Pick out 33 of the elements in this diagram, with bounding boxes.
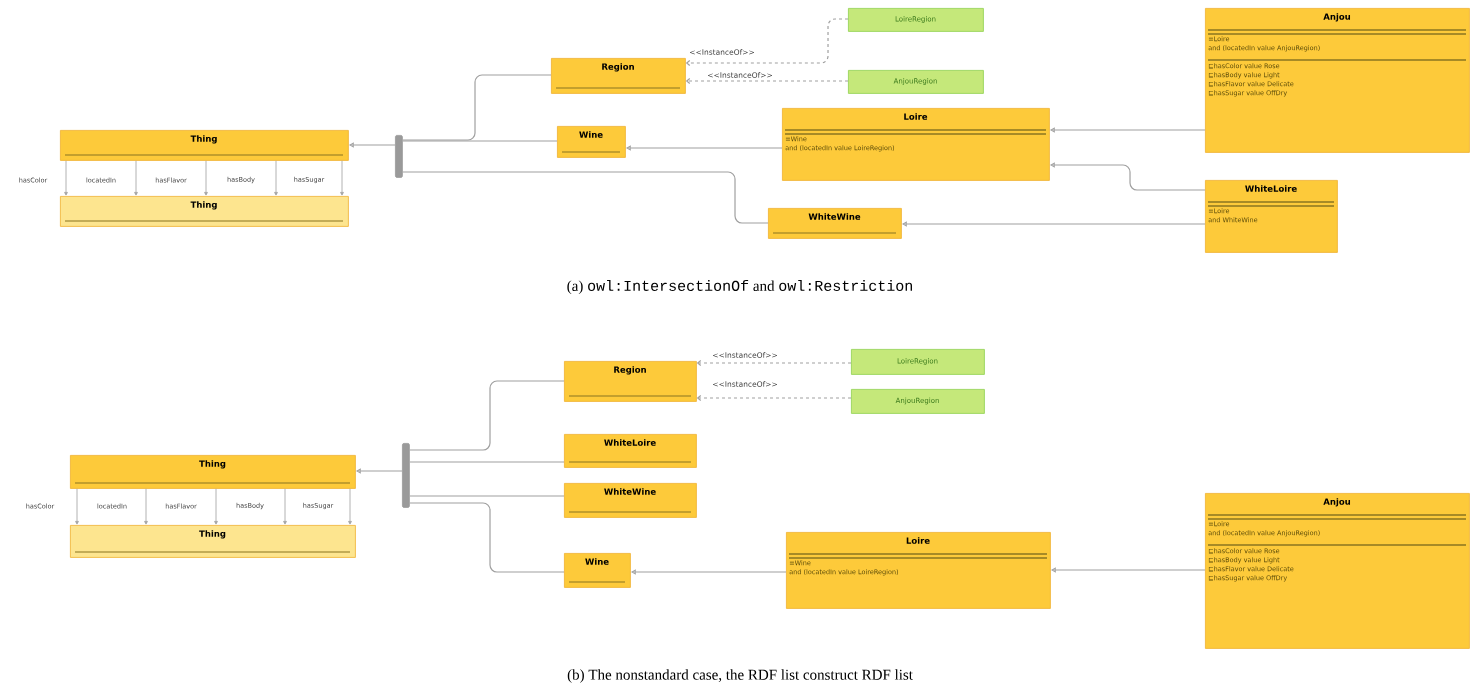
class-box: WhiteLoire: [564, 434, 697, 468]
dashed-arrow: [685, 18, 849, 67]
class-box: Wine: [557, 126, 626, 158]
label: owl:Restriction: [779, 279, 912, 291]
class-box: Region: [551, 58, 686, 94]
property-arrow: [283, 488, 287, 525]
property-arrow: [75, 488, 79, 525]
class-box: Thing: [60, 196, 349, 227]
dashed-arrow: [685, 77, 849, 85]
junction-bar: [402, 443, 410, 508]
class-box: WhiteWine: [564, 483, 697, 518]
junction-bar: [395, 135, 403, 178]
property-arrow: [134, 160, 138, 196]
class-box: Thing: [70, 525, 356, 558]
property-arrow: [340, 160, 344, 196]
property-arrow: [348, 488, 352, 525]
label: and: [753, 280, 775, 291]
label: owl:IntersectionOf: [588, 279, 749, 291]
property-arrow: [144, 488, 148, 525]
class-box: Thing: [70, 455, 356, 489]
class-box: WhiteWine: [768, 208, 902, 239]
caption: (a) owl:IntersectionOf and owl:Restriction: [567, 279, 912, 295]
property-arrow: [204, 160, 208, 196]
class-box: Region: [564, 361, 697, 402]
dashed-arrow: [696, 394, 852, 402]
property-arrow: [64, 160, 68, 196]
class-box: Wine: [564, 553, 631, 588]
property-arrow: [274, 160, 278, 196]
dashed-arrow: [696, 359, 852, 367]
class-box: Thing: [60, 130, 349, 161]
property-arrow: [214, 488, 218, 525]
label: (a): [567, 280, 583, 295]
caption: (b) The nonstandard case, the RDF list construct RDF list: [567, 669, 913, 683]
